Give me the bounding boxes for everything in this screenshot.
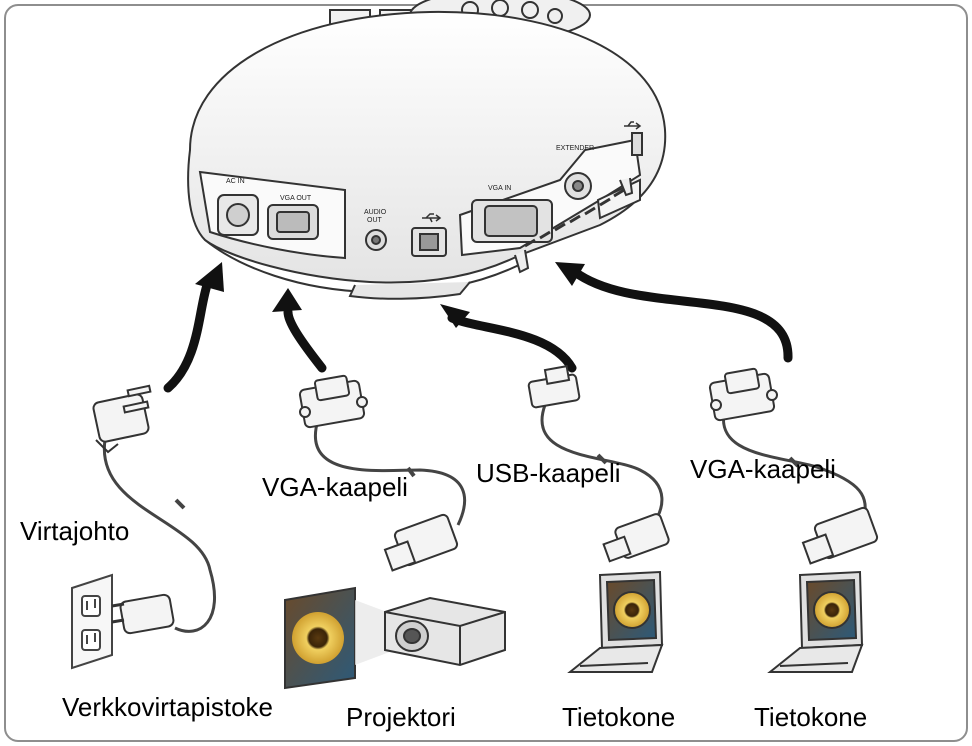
projector-icon (384, 596, 506, 667)
usb-b-connector-icon (527, 365, 581, 409)
connection-arrows (163, 262, 793, 393)
port-label-vga-out: VGA OUT (280, 195, 312, 202)
port-label-vga-in: VGA IN (488, 185, 511, 192)
port-label-audio-out: OUT (367, 217, 383, 224)
port-label-audio: AUDIO (364, 209, 387, 216)
arrow-vga-out (283, 307, 327, 373)
label-vga-cable-left: VGA-kaapeli (262, 472, 408, 502)
label-power-cord: Virtajohto (20, 516, 130, 546)
arrow-vga-in (570, 267, 793, 363)
port-label-extender: EXTENDER (556, 145, 594, 152)
arrow-usb (447, 313, 577, 373)
vga-plug-icon (801, 506, 879, 565)
port-label-ac-in: AC IN (226, 178, 245, 185)
arrow-power (163, 277, 213, 393)
label-usb-cable: USB-kaapeli (476, 458, 621, 488)
usb-symbol-icon (422, 121, 642, 223)
label-wall-outlet: Verkkovirtapistoke (62, 692, 273, 722)
label-vga-cable-right: VGA-kaapeli (690, 454, 836, 484)
label-projector: Projektori (346, 702, 456, 732)
label-computer-2: Tietokone (754, 702, 868, 732)
power-plug-icon (92, 384, 152, 454)
vga-plug-icon (383, 513, 459, 572)
document-camera: AC IN VGA OUT AUDIO OUT VGA IN EXTENDER (187, 0, 667, 300)
label-computer-1: Tietokone (562, 702, 676, 732)
cables (102, 404, 867, 633)
usb-a-plug-icon (602, 513, 670, 563)
vga-connector-icon (298, 374, 368, 429)
vga-connector-icon (708, 367, 778, 422)
projection-screen (284, 586, 395, 690)
power-plug-icon (111, 593, 175, 635)
wall-outlet-icon (71, 573, 113, 670)
laptop-icon (567, 570, 664, 673)
laptop-icon (767, 570, 864, 673)
